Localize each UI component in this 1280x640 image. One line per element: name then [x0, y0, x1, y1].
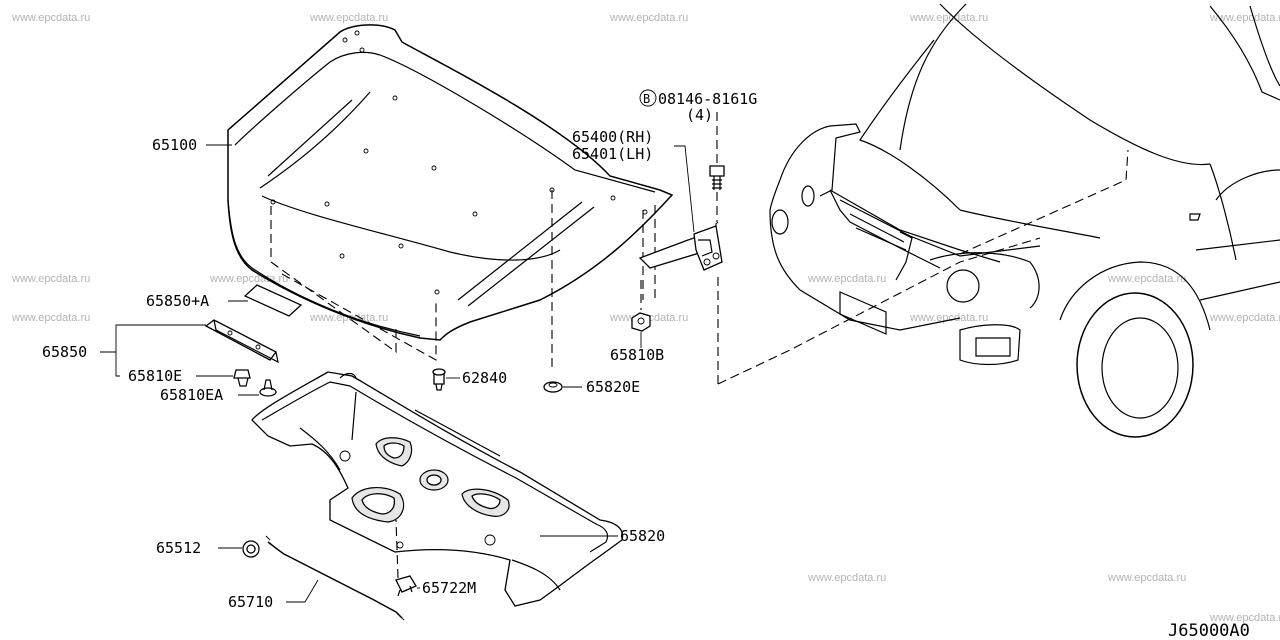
watermark: www.epcdata.ru [1209, 12, 1280, 24]
watermark: www.epcdata.ru [11, 312, 90, 324]
label-lower-insulator: 65820 [620, 527, 665, 545]
label-clip-820e: 65820E [586, 378, 640, 396]
insulator-strip [243, 284, 303, 317]
lower-insulator [251, 371, 624, 607]
watermark-layer: www.epcdata.ru www.epcdata.ru www.epcdat… [11, 12, 1280, 624]
hood-stay-rod [265, 535, 405, 621]
watermark: www.epcdata.ru [1107, 273, 1186, 285]
watermark: www.epcdata.ru [309, 12, 388, 24]
label-nut: 65810B [610, 346, 664, 364]
label-hood: 65100 [152, 136, 197, 154]
drawing-code: J65000A0 [1168, 621, 1250, 640]
label-insulator: 65850 [42, 343, 87, 361]
clip-65810ea [259, 379, 277, 397]
label-hinge-rh: 65400(RH) [572, 128, 653, 146]
hood-clip-holes [270, 30, 648, 295]
label-insulator-kit: 65850+A [146, 292, 209, 310]
clip-65820e [543, 381, 563, 393]
label-bolt: 08146-8161G [658, 90, 757, 108]
watermark: www.epcdata.ru [909, 312, 988, 324]
label-stay-clip: 65512 [156, 539, 201, 557]
watermark: www.epcdata.ru [209, 273, 288, 285]
label-bumper-rubber: 62840 [462, 369, 507, 387]
hood-drawing [227, 24, 674, 372]
vehicle-front-view [717, 3, 1280, 438]
insulator-bracket [204, 319, 279, 364]
label-bolt-qty: (4) [686, 106, 713, 124]
clip-65810e [233, 369, 251, 387]
watermark: www.epcdata.ru [1209, 312, 1280, 324]
label-hinge-lh: 65401(LH) [572, 145, 653, 163]
label-clip-e: 65810E [128, 367, 182, 385]
watermark: www.epcdata.ru [909, 12, 988, 24]
label-clip-ea: 65810EA [160, 386, 223, 404]
watermark: www.epcdata.ru [1209, 612, 1280, 624]
hinge-nut [631, 280, 651, 332]
bolt-marker-letter: B [643, 92, 650, 106]
watermark: www.epcdata.ru [609, 12, 688, 24]
hinge-bolt [709, 112, 725, 222]
watermark: www.epcdata.ru [309, 312, 388, 324]
watermark: www.epcdata.ru [11, 12, 90, 24]
bolt-callout: B 08146-8161G (4) [639, 89, 757, 124]
hood-hinge [638, 221, 723, 271]
stay-clip [242, 540, 260, 558]
watermark: www.epcdata.ru [11, 273, 90, 285]
bumper-rubber [432, 368, 446, 391]
watermark: www.epcdata.ru [1107, 572, 1186, 584]
label-stay-holder: 65722M [422, 579, 476, 597]
label-hood-stay: 65710 [228, 593, 273, 611]
watermark: www.epcdata.ru [807, 572, 886, 584]
stay-holder [395, 519, 417, 597]
watermark: www.epcdata.ru [807, 273, 886, 285]
